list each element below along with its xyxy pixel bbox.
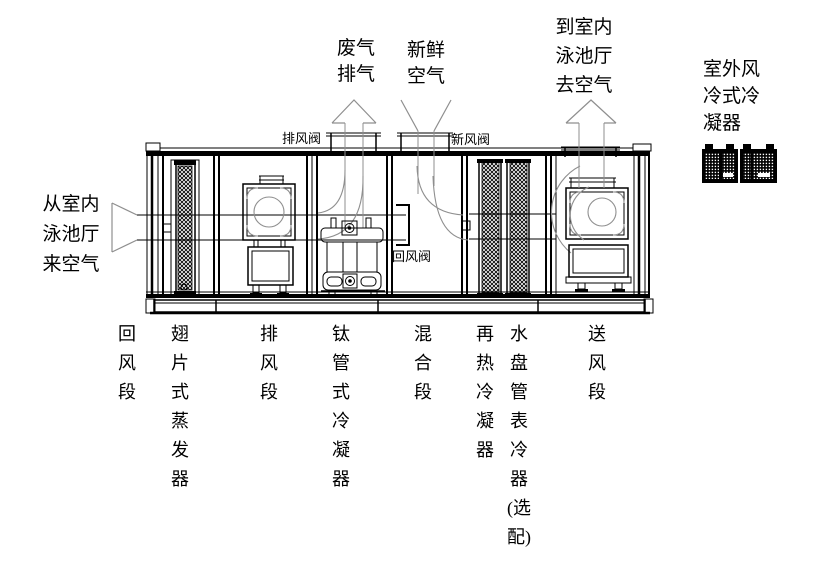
water-coil (505, 159, 531, 297)
supply-duct-collar (561, 146, 620, 157)
compressor-assembly (320, 217, 385, 296)
label-exhaust-air: 废气 排气 (336, 38, 375, 85)
supply-fan (550, 165, 632, 292)
section-label-mixing: 混 合 段 (414, 324, 432, 402)
finned-evaporator-coil (170, 159, 200, 297)
label-exhaust-damper: 排风阀 (282, 131, 322, 146)
section-label-return-air: 回 风 段 (118, 324, 136, 402)
exhaust-duct-collar (326, 132, 381, 151)
section-label-titanium-tube-condenser: 钛 管 式 冷 凝 器 (332, 324, 350, 489)
label-air-from-pool-hall: 从室内 泳池厅 来空气 (42, 194, 100, 275)
supply-fan-impeller-icon (550, 165, 625, 254)
ahu-casing (145, 142, 652, 298)
base-frame (145, 283, 654, 315)
return-air-damper (396, 204, 410, 246)
section-label-finned-evaporator: 翅 片 式 蒸 发 器 (171, 324, 189, 489)
label-outdoor-air-cooled-condenser: 室外风 冷式冷 凝器 (703, 59, 761, 134)
section-label-supply-fan: 送 风 段 (588, 324, 606, 402)
exhaust-airflow-arrow-icon (317, 99, 377, 240)
label-fresh-air-damper: 新风阀 (451, 132, 491, 147)
supply-airflow-arrow-icon (565, 99, 617, 188)
fresh-air-duct-collar (397, 132, 453, 151)
return-air-inlet-funnel-icon (111, 202, 138, 253)
exhaust-fan-impeller-icon (246, 187, 292, 237)
section-label-water-coil-optional: 水 盘 管 表 冷 器 (选 配) (507, 324, 531, 547)
section-label-exhaust-fan: 排 风 段 (260, 324, 278, 402)
label-fresh-air: 新鲜 空气 (406, 40, 445, 87)
section-label-reheat-condenser: 再 热 冷 凝 器 (476, 324, 494, 460)
label-return-air-damper: 回风阀 (392, 249, 432, 264)
label-air-to-pool-hall: 到室内 泳池厅 去空气 (555, 17, 613, 96)
outdoor-condenser-icon (702, 144, 777, 183)
exhaust-fan (242, 175, 296, 296)
reheat-condenser-coil (477, 159, 503, 297)
fresh-airflow-funnel-icon (400, 99, 469, 241)
